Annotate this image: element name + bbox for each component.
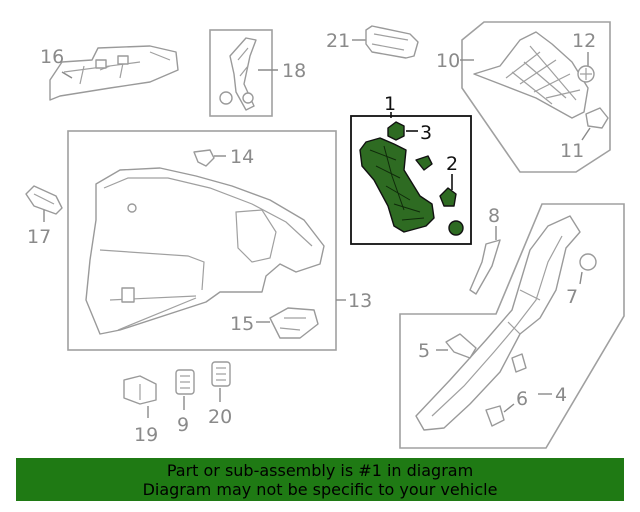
banner-line-1: Part or sub-assembly is #1 in diagram	[166, 461, 474, 480]
callout-2: 2	[446, 153, 458, 175]
callout-15: 15	[230, 313, 254, 335]
part-12-clip	[577, 65, 595, 83]
box-1	[350, 115, 472, 245]
callout-16: 16	[40, 46, 64, 68]
part-11-clip	[585, 107, 609, 129]
part-21-cover	[365, 25, 419, 59]
part-6-clip	[485, 353, 527, 427]
part-10-panel	[473, 31, 589, 119]
callout-14: 14	[230, 146, 254, 168]
part-19-connector	[123, 375, 157, 405]
box-18	[209, 29, 273, 117]
callout-4: 4	[555, 384, 567, 406]
part-20-connector	[211, 361, 231, 387]
callout-20: 20	[208, 406, 232, 428]
callout-13: 13	[348, 290, 372, 312]
part-1-pillar-trim[interactable]	[359, 137, 435, 233]
part-13-quarter-trim	[85, 167, 325, 335]
callout-7: 7	[566, 286, 578, 308]
callout-11: 11	[560, 140, 584, 162]
part-3-clip[interactable]	[387, 121, 405, 141]
callout-3: 3	[420, 122, 432, 144]
part-7-clip	[579, 253, 597, 271]
part-8-strip	[469, 239, 501, 295]
box-10	[461, 21, 611, 173]
part-14-clip	[193, 149, 215, 167]
info-banner: Part or sub-assembly is #1 in diagram Di…	[16, 458, 624, 501]
callout-10: 10	[436, 50, 460, 72]
part-15-cover	[269, 307, 319, 339]
part-9-connector	[175, 369, 195, 395]
callout-1: 1	[384, 93, 396, 115]
callout-17: 17	[27, 226, 51, 248]
banner-line-2: Diagram may not be specific to your vehi…	[142, 480, 498, 499]
callout-19: 19	[134, 424, 158, 446]
part-17-handle	[25, 185, 63, 215]
callout-6: 6	[516, 388, 528, 410]
part-4-sill-trim	[415, 215, 581, 431]
callout-18: 18	[282, 60, 306, 82]
part-18-trim	[219, 37, 257, 111]
box-13	[67, 130, 337, 351]
callout-5: 5	[418, 340, 430, 362]
callout-9: 9	[177, 414, 189, 436]
box-4	[399, 203, 625, 449]
part-2-fastener[interactable]	[415, 155, 464, 236]
part-5-bracket	[445, 333, 477, 359]
callout-12: 12	[572, 30, 596, 52]
callout-8: 8	[488, 205, 500, 227]
callout-21: 21	[326, 30, 350, 52]
part-16-bracket	[49, 45, 179, 101]
